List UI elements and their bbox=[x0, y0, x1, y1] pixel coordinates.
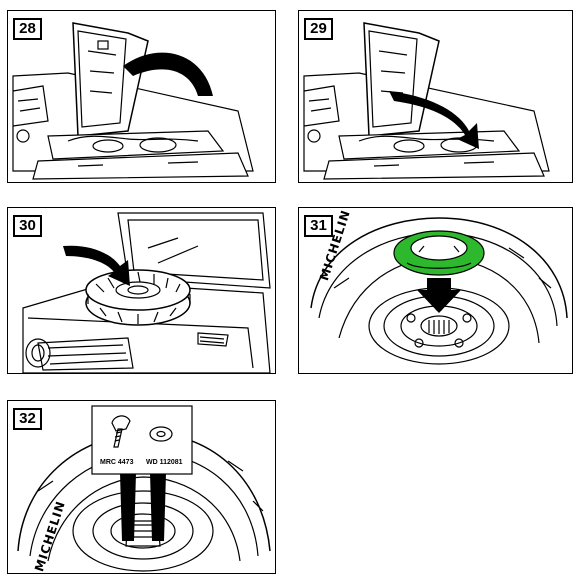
step-31-panel: 31 MICHELIN bbox=[298, 207, 573, 374]
curved-arrow-icon bbox=[123, 52, 213, 96]
part-code-washer: WD 112081 bbox=[146, 459, 183, 466]
step-number: 28 bbox=[13, 18, 42, 40]
step-number: 29 bbox=[304, 18, 333, 40]
step-28-panel: 28 bbox=[7, 10, 276, 183]
wheel-retainer-illustration bbox=[310, 217, 568, 365]
wheel-fixing-illustration bbox=[17, 405, 271, 572]
spare-wheel-on-bonnet-illustration bbox=[22, 212, 271, 373]
step-number: 31 bbox=[304, 215, 333, 237]
step-number: 30 bbox=[13, 215, 42, 237]
part-code-bolt: MRC 4473 bbox=[100, 459, 134, 466]
step-30-panel: 30 bbox=[7, 207, 276, 374]
down-arrow-icon bbox=[417, 278, 461, 313]
bolt-icon bbox=[111, 415, 131, 448]
bonnet-open-illustration bbox=[12, 22, 254, 180]
step-29-panel: 29 bbox=[298, 10, 573, 183]
step-32-panel: 32 MRC 4473 WD 112081 MICHELIN bbox=[7, 400, 276, 574]
down-arrow-icon bbox=[63, 245, 130, 286]
retainer-ring-icon bbox=[393, 230, 485, 276]
washer-icon bbox=[149, 426, 173, 442]
step-number: 32 bbox=[13, 408, 42, 430]
down-arrow-icon bbox=[389, 91, 479, 149]
bonnet-stay-illustration bbox=[303, 22, 550, 180]
